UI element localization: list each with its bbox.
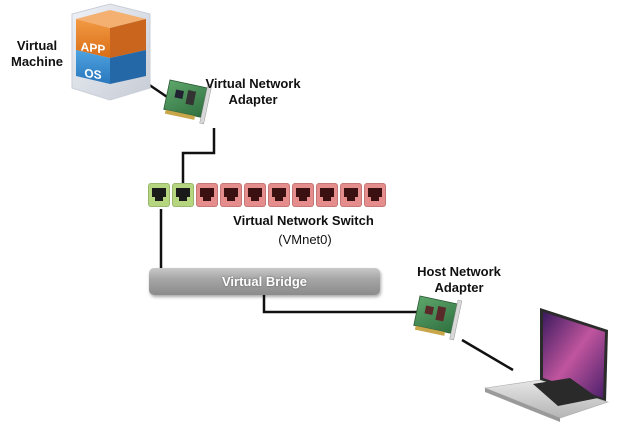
cable-adapter-to-switch bbox=[181, 128, 216, 186]
switch-port-free bbox=[268, 183, 290, 207]
cable-host-adapter-to-laptop bbox=[461, 338, 514, 372]
virtual-machine-icon: APP OS bbox=[71, 3, 151, 101]
ethernet-jack-tab bbox=[203, 197, 211, 201]
ethernet-jack-tab bbox=[179, 197, 187, 201]
ethernet-jack-tab bbox=[155, 197, 163, 201]
switch-port-free bbox=[316, 183, 338, 207]
host-network-adapter-icon bbox=[413, 295, 463, 341]
ethernet-jack-icon bbox=[152, 188, 166, 197]
virtual-machine-label: Virtual Machine bbox=[4, 38, 70, 70]
ethernet-jack-tab bbox=[251, 197, 259, 201]
cable-bridge-to-host-adapter bbox=[262, 294, 420, 314]
switch-port-free bbox=[364, 183, 386, 207]
virtual-machine-label-line2: Machine bbox=[10, 54, 63, 69]
virtual-network-switch bbox=[148, 183, 386, 209]
ethernet-jack-tab bbox=[299, 197, 307, 201]
host-network-adapter-label-line1: Host Network bbox=[417, 264, 501, 279]
ethernet-jack-tab bbox=[371, 197, 379, 201]
ethernet-jack-icon bbox=[224, 188, 238, 197]
virtual-network-switch-label: Virtual Network Switch bbox=[233, 213, 374, 228]
app-layer-label: APP bbox=[81, 39, 106, 56]
switch-port-free bbox=[196, 183, 218, 207]
switch-port-free bbox=[220, 183, 242, 207]
host-laptop-icon bbox=[483, 308, 609, 422]
switch-port-free bbox=[292, 183, 314, 207]
ethernet-jack-icon bbox=[200, 188, 214, 197]
host-network-adapter-label-line2: Adapter bbox=[434, 280, 484, 295]
os-layer-label: OS bbox=[84, 66, 101, 82]
ethernet-jack-icon bbox=[176, 188, 190, 197]
ethernet-jack-icon bbox=[344, 188, 358, 197]
switch-port-connected bbox=[148, 183, 170, 207]
host-network-adapter-label: Host Network Adapter bbox=[404, 264, 514, 296]
virtual-network-adapter-label: Virtual Network Adapter bbox=[198, 76, 308, 108]
ethernet-jack-icon bbox=[272, 188, 286, 197]
virtual-bridge: Virtual Bridge bbox=[149, 268, 380, 295]
ethernet-jack-icon bbox=[296, 188, 310, 197]
switch-port-free bbox=[340, 183, 362, 207]
switch-port-free bbox=[244, 183, 266, 207]
switch-name-label: (VMnet0) bbox=[278, 232, 332, 247]
ethernet-jack-tab bbox=[347, 197, 355, 201]
virtual-machine-label-line1: Virtual bbox=[16, 38, 58, 53]
virtual-network-adapter-label-line2: Adapter bbox=[228, 92, 278, 107]
virtual-network-adapter-icon bbox=[163, 79, 213, 125]
cables bbox=[147, 82, 514, 372]
ethernet-jack-tab bbox=[227, 197, 235, 201]
virtual-network-adapter-label-line1: Virtual Network bbox=[205, 76, 301, 91]
switch-port-connected bbox=[172, 183, 194, 207]
ethernet-jack-icon bbox=[368, 188, 382, 197]
ethernet-jack-icon bbox=[320, 188, 334, 197]
ethernet-jack-tab bbox=[275, 197, 283, 201]
ethernet-jack-icon bbox=[248, 188, 262, 197]
ethernet-jack-tab bbox=[323, 197, 331, 201]
